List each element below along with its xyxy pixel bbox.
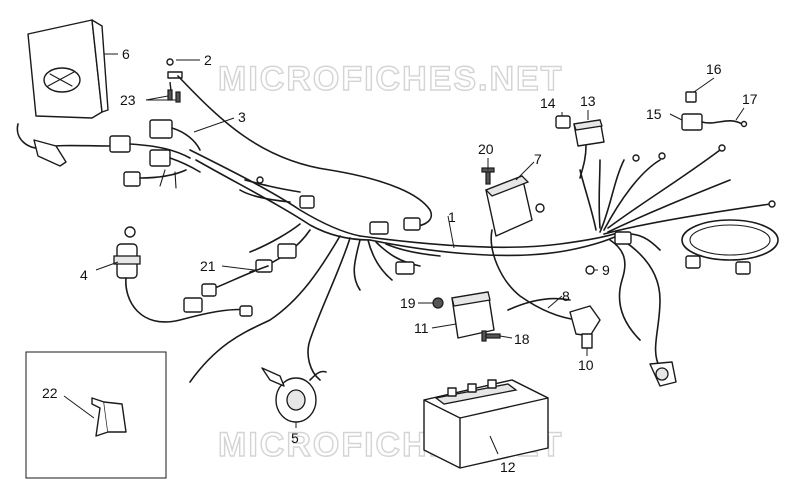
wire-3 [177, 75, 433, 228]
part-14-fuse [555, 115, 571, 129]
callout-17: 17 [742, 91, 758, 107]
callout-15: 15 [646, 106, 662, 122]
callout-16: 16 [706, 61, 722, 77]
harness-connectors [255, 144, 776, 275]
part-12-battery [423, 379, 549, 469]
part-4-ignition-switch [113, 226, 253, 323]
callout-6: 6 [122, 46, 130, 62]
part-18-screw [481, 330, 501, 342]
part-21-connectors [201, 265, 269, 297]
part-8-10-spark-cap [507, 297, 601, 349]
part-13-relay [573, 119, 605, 179]
callout-12: 12 [500, 459, 516, 475]
callout-20: 20 [478, 141, 494, 157]
right-lower-plug [649, 361, 677, 387]
callout-5: 5 [291, 430, 299, 446]
callout-19: 19 [400, 295, 416, 311]
callout-2: 2 [204, 52, 212, 68]
callout-1: 1 [448, 209, 456, 225]
part-15-fuse-holder [681, 113, 703, 131]
right-coil-wire [681, 219, 779, 261]
main-harness [189, 149, 771, 383]
part-7-control-unit [484, 175, 579, 321]
callout-3: 3 [238, 109, 246, 125]
callout-21: 21 [200, 258, 216, 274]
callout-14: 14 [540, 95, 556, 111]
part-17-wire [701, 120, 748, 128]
part-6-manual [27, 19, 109, 119]
part-2-23-screws [166, 58, 183, 103]
callout-22: 22 [42, 385, 58, 401]
callout-10: 10 [578, 357, 594, 373]
watermark-top: MICROFICHES.NET [218, 60, 563, 98]
callout-7: 7 [534, 151, 542, 167]
callout-8: 8 [562, 288, 570, 304]
part-11-regulator [451, 291, 495, 339]
callout-numbers: 6 2 23 3 4 21 1 20 7 9 8 10 19 11 18 5 1… [42, 46, 758, 475]
part-20-screw [481, 167, 495, 185]
callout-4: 4 [80, 267, 88, 283]
callout-9: 9 [602, 262, 610, 278]
left-plug-connectors [16, 119, 201, 189]
leader-lines [63, 53, 745, 455]
inset-part-22 [25, 351, 167, 479]
callout-18: 18 [514, 331, 530, 347]
callout-11: 11 [414, 320, 429, 336]
part-9-washer [585, 265, 595, 275]
callout-13: 13 [580, 93, 596, 109]
part-16-fuse [685, 91, 697, 103]
part-19-nut [432, 297, 444, 309]
callout-23: 23 [120, 92, 136, 108]
